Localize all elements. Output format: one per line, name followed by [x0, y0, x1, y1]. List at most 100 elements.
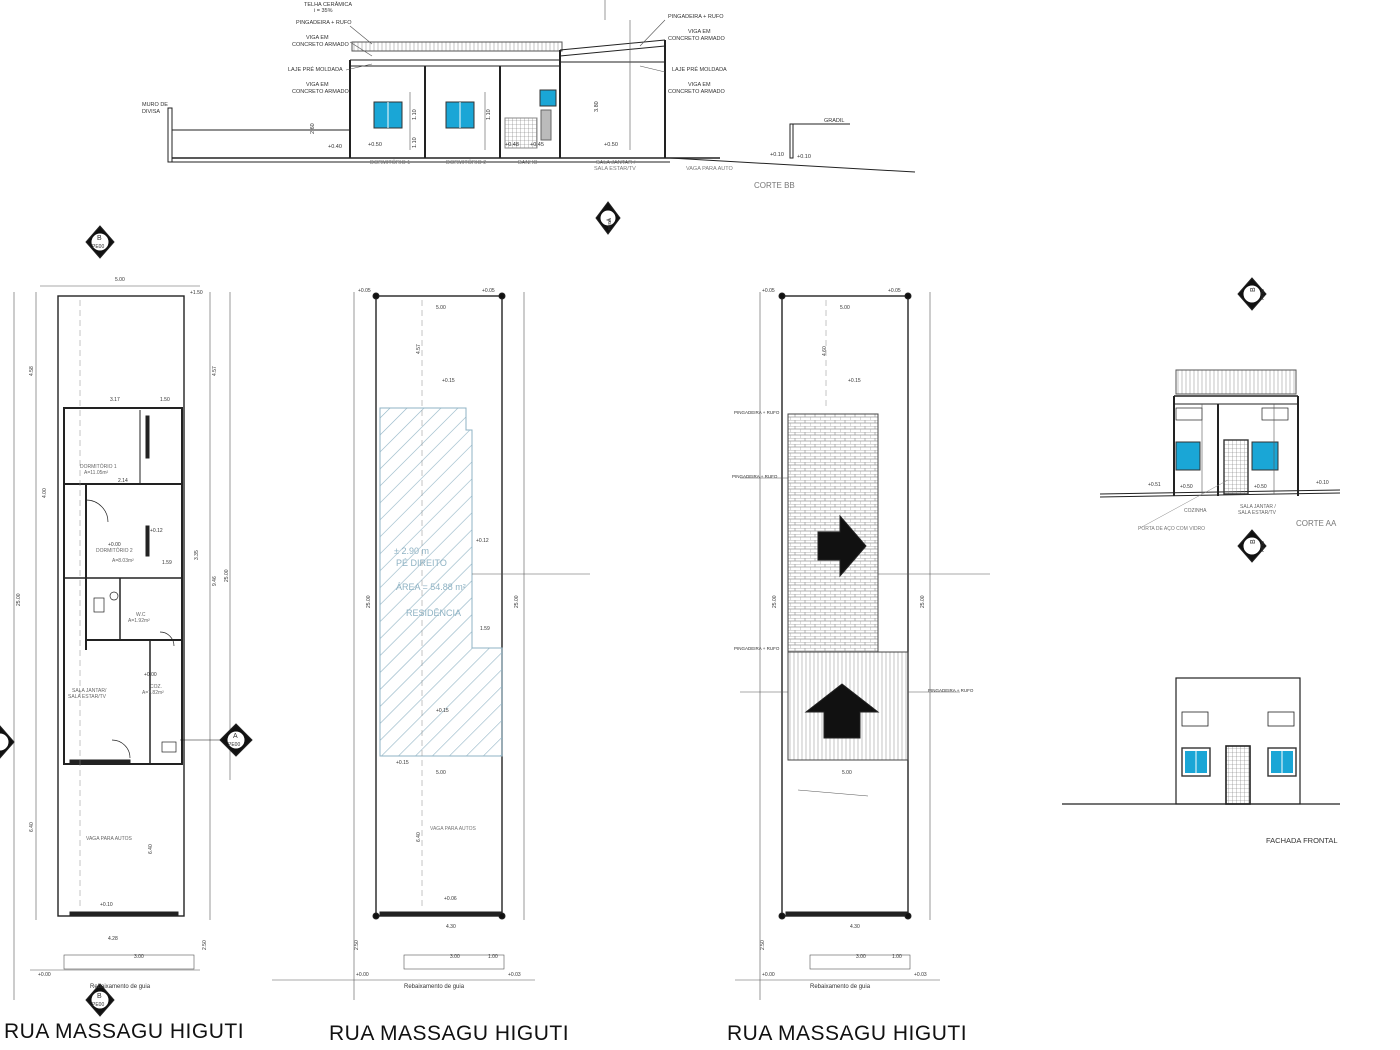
dim-p2-b: 4.57 — [416, 344, 422, 354]
p3-note-3: PINGADEIRA + RUFO — [734, 646, 780, 651]
lvl-p2-c: +0.15 — [442, 378, 455, 384]
note-slope: i = 35% — [314, 8, 333, 14]
section-aa-text: CORTE AA COZINHA SALA JANTAR / SALA ESTA… — [1138, 287, 1337, 552]
dim-p1-b: 1.50 — [160, 397, 170, 403]
room-dorm2-area: A=8.03m² — [112, 558, 134, 564]
p3-note-2: PINGADEIRA + RUFO — [732, 474, 778, 479]
lvl-p1-a: +1.50 — [190, 290, 203, 296]
plan1-text: B PE00 B PE00 A PE00 DORMITÓRIO 1 A=11.0… — [16, 235, 240, 1008]
dim-p1-p: 2.50 — [202, 940, 208, 950]
title-corte-aa: CORTE AA — [1296, 519, 1337, 528]
dim-p2-k: 2.50 — [354, 940, 360, 950]
room-dorm1: DORMITÓRIO 1 — [80, 463, 117, 470]
note-viga-2: VIGA EM — [306, 82, 329, 88]
dim-p1-m: 6.40 — [148, 844, 154, 854]
dim-p2-g: 6.40 — [416, 832, 422, 842]
bath-tiles — [504, 117, 538, 149]
dim-p3-f: 4.30 — [850, 924, 860, 930]
room-sala2-bb: SALA ESTAR/TV — [594, 166, 636, 172]
facade-door — [1225, 745, 1251, 805]
level-bb-6: +0.10 — [770, 152, 784, 158]
dim-p3-d: 25.00 — [920, 595, 926, 608]
aa-steel-door — [1223, 439, 1249, 495]
level-bb-2: +0.50 — [368, 142, 382, 148]
dim-p2-i: 3.00 — [450, 954, 460, 960]
note-viga-4: VIGA EM — [688, 82, 711, 88]
dim-p3-e: 5.00 — [842, 770, 852, 776]
title-fachada-frontal: FACHADA FRONTAL — [1266, 836, 1338, 845]
level-bb-3: +0.48 — [505, 142, 519, 148]
aa-window-left — [1175, 441, 1201, 471]
aa-level-4: +0.10 — [1316, 480, 1329, 486]
plan-1 — [0, 225, 253, 1017]
room-dorm1-bb: DORMITÓRIO 1 — [370, 159, 410, 166]
cut-a-letter: A — [607, 218, 613, 222]
p3-note-1: PINGADEIRA + RUFO — [734, 410, 780, 415]
dim-p1-a: 3.17 — [110, 397, 120, 403]
dim-bb-w1: 1.10 — [412, 109, 418, 120]
dim-p1-width: 5.00 — [115, 277, 125, 283]
room-vaga-bb: VAGA PARA AUTO — [686, 166, 733, 172]
plan2-vaga: VAGA PARA AUTOS — [430, 826, 477, 832]
lvl-p1-f: +0.00 — [38, 972, 51, 978]
street-name-plan2: RUA MASSAGU HIGUTI — [329, 1022, 570, 1045]
room-vaga: VAGA PARA AUTOS — [86, 836, 133, 842]
dim-p3-b: 4.60 — [822, 346, 828, 356]
dim-bb-wall: 2.60 — [310, 123, 316, 134]
plan2-pe-direito: PÉ DIREITO — [396, 558, 447, 568]
aa-level-2: +0.50 — [1180, 484, 1193, 490]
title-corte-bb: CORTE BB — [754, 181, 795, 190]
level-bb-5: +0.50 — [604, 142, 618, 148]
plan1-lot — [57, 295, 185, 917]
dim-p1-o: 3.00 — [134, 954, 144, 960]
slope-arrow-right — [817, 514, 867, 578]
dim-p1-j: 25.00 — [16, 593, 22, 606]
cut-a-sheet: PE00 — [607, 218, 612, 230]
plan1-marker-b-bottom — [85, 983, 115, 1017]
room-sala-2: SALA ESTAR/TV — [68, 694, 107, 700]
curb-label-2: Rebaixamento de guia — [404, 984, 465, 990]
dim-p2-d: 25.00 — [514, 595, 520, 608]
aa-room-sala: SALA JANTAR / — [1240, 504, 1276, 510]
level-bb-7: +0.10 — [797, 154, 811, 160]
note-viga-3: VIGA EM — [688, 29, 711, 35]
note-gradil: GRADIL — [824, 118, 844, 124]
dim-p1-e: 4.58 — [29, 366, 35, 376]
aa-window-right — [1251, 441, 1279, 471]
plan1-marker-a-left — [0, 725, 15, 759]
room-wc: W.C — [136, 612, 146, 618]
wc-toilet — [93, 597, 105, 613]
dim-p3-g: 3.00 — [856, 954, 866, 960]
note-pingadeira-right: PINGADEIRA + RUFO — [668, 14, 724, 20]
aa-marker-sheet-bottom: PE00 — [1260, 540, 1265, 552]
note-divisa: DIVISA — [142, 109, 160, 115]
note-concreto-2: CONCRETO ARMADO — [292, 89, 349, 95]
lvl-p3-e: +0.03 — [914, 972, 927, 978]
lvl-p2-g: +0.06 — [444, 896, 457, 902]
room-dorm1-area: A=11.05m² — [84, 470, 109, 476]
dim-p2-h: 4.30 — [446, 924, 456, 930]
plan-2 — [272, 292, 590, 1000]
room-bath-bb: BANHO — [518, 160, 538, 166]
aa-door-note: PORTA DE AÇO COM VIDRO — [1138, 526, 1205, 532]
room-coz: COZ. — [150, 684, 162, 690]
marker-a-right-letter: A — [233, 733, 238, 740]
note-concreto-4: CONCRETO ARMADO — [668, 89, 725, 95]
lvl-p3-d: +0.00 — [762, 972, 775, 978]
slope-arrow-up — [804, 683, 880, 739]
room-sala: SALA JANTAR/ — [72, 688, 107, 694]
lvl-p2-d: +0.12 — [476, 538, 489, 544]
note-concreto-1: CONCRETO ARMADO — [292, 42, 349, 48]
plan-3 — [735, 292, 990, 1000]
curb-label-3: Rebaixamento de guia — [810, 984, 871, 990]
aa-marker-b-top — [1237, 277, 1267, 311]
wc-sink — [109, 591, 119, 601]
aa-marker-letter-bottom: B — [1250, 539, 1257, 544]
lvl-p2-e: +0.15 — [436, 708, 449, 714]
aa-marker-b-bottom — [1237, 529, 1267, 563]
dim-p1-h: 3.35 — [194, 550, 200, 560]
marker-b-bottom-sheet: PE00 — [92, 1002, 104, 1008]
dim-p3-h: 1.00 — [892, 954, 902, 960]
lvl-p2-h: +0.00 — [356, 972, 369, 978]
